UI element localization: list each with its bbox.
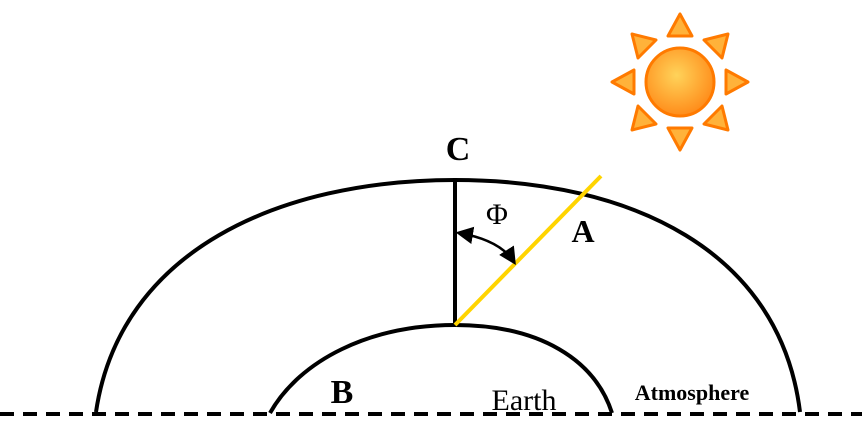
label-point-c: C: [446, 131, 471, 168]
sun-icon: [612, 14, 748, 150]
earth-surface-arc: [270, 325, 612, 413]
atmosphere-boundary-arc: [96, 180, 800, 412]
label-earth: Earth: [492, 384, 557, 417]
sun-ray-line: [455, 176, 601, 325]
label-angle-phi: Φ: [486, 198, 508, 231]
label-point-b: B: [331, 374, 354, 411]
label-atmosphere: Atmosphere: [635, 380, 750, 405]
label-point-a: A: [571, 213, 594, 249]
angle-arc: [459, 233, 514, 262]
